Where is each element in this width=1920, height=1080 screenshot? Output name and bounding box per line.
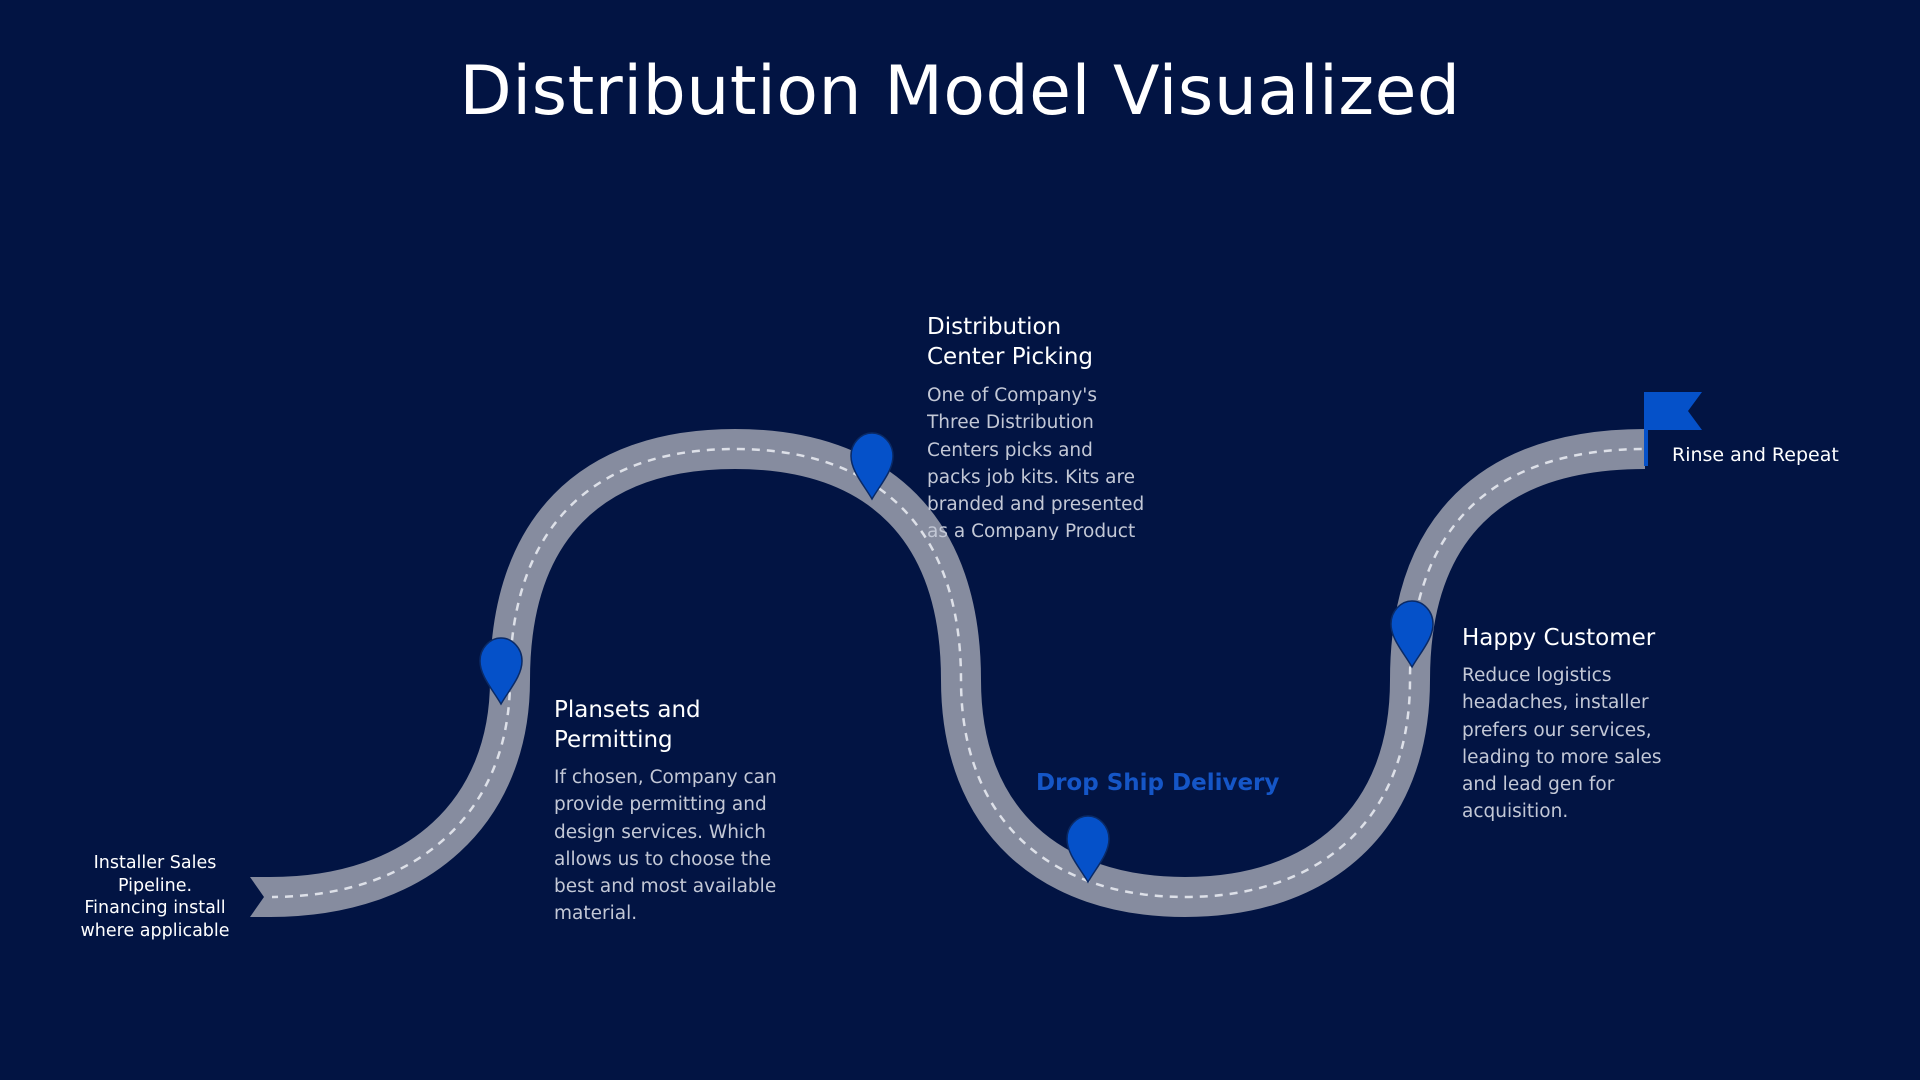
plansets-description: If chosen, Company can provide permittin… — [554, 767, 777, 925]
map-pin-icon — [850, 432, 894, 501]
distribution-description: One of Company's Three Distribution Cent… — [927, 385, 1145, 540]
finish-label: Rinse and Repeat — [1672, 444, 1839, 466]
map-pin-icon — [1390, 600, 1434, 669]
drop-ship-title: Drop Ship Delivery — [1036, 770, 1280, 796]
finish-flag-icon — [1644, 392, 1702, 466]
plansets-title: Plansets and Permitting — [554, 697, 701, 753]
distribution-title: Distribution Center Picking — [927, 314, 1094, 370]
map-pin-icon — [1066, 815, 1110, 884]
start-ribbon-icon — [250, 877, 272, 917]
happy-customer-description: Reduce logistics headaches, installer pr… — [1462, 665, 1662, 822]
slide-title: Distribution Model Visualized — [459, 52, 1461, 131]
happy-customer-title: Happy Customer — [1462, 625, 1656, 651]
map-pin-icon — [479, 637, 523, 706]
start-label: Installer Sales Pipeline. Financing inst… — [80, 853, 230, 941]
